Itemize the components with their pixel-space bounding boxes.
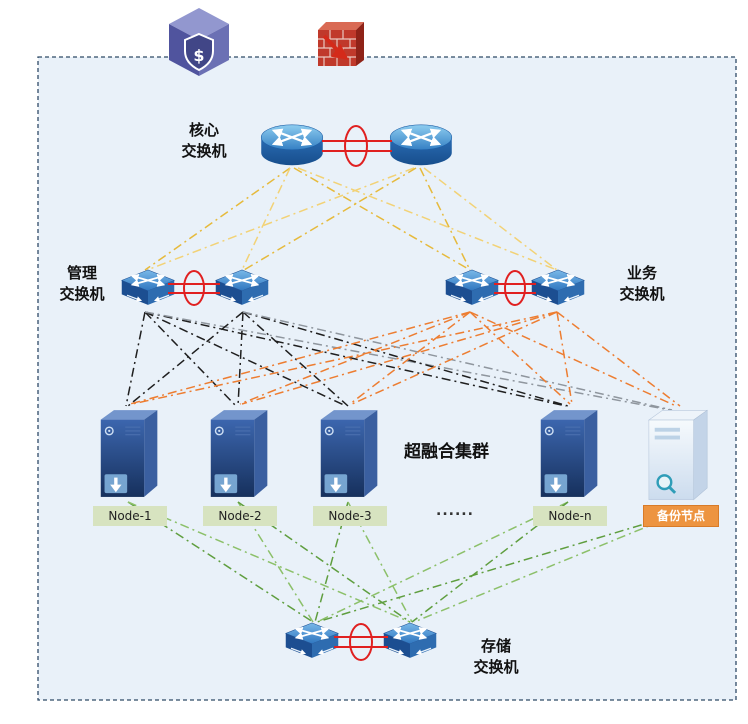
node-label-1: Node-1 — [93, 506, 167, 526]
link-line — [241, 311, 558, 405]
link-line — [423, 167, 558, 271]
core-switch-pair — [261, 125, 452, 167]
shield-dollar-icon: $ — [169, 8, 229, 76]
link-line — [125, 311, 146, 407]
link-line — [144, 311, 237, 407]
backup-node-label: 备份节点 — [643, 505, 719, 527]
stack-link — [494, 270, 536, 306]
link-line — [243, 167, 417, 271]
link-line — [144, 311, 567, 407]
link-line — [237, 311, 244, 407]
business-switch-label: 业务 交换机 — [619, 264, 665, 303]
server-node-2 — [210, 409, 269, 498]
link-lines-layer — [125, 167, 681, 623]
stack-link — [322, 125, 392, 167]
link-line — [144, 167, 291, 271]
server-node-n — [540, 409, 599, 498]
cluster-title: 超融合集群 — [404, 442, 489, 462]
link-line — [242, 311, 349, 407]
link-line — [144, 311, 347, 407]
ellipsis-label: ...... — [436, 503, 474, 519]
server-node-3 — [320, 409, 379, 498]
core-router-icon — [261, 125, 323, 165]
link-line — [316, 513, 679, 623]
stack-link — [334, 623, 388, 661]
storage-switch-label: 存储 交换机 — [473, 637, 519, 676]
firewall-icon — [318, 22, 364, 66]
link-line — [556, 311, 573, 405]
storage-switch-pair — [286, 623, 437, 661]
core-router-icon — [390, 125, 452, 165]
link-line — [293, 167, 471, 271]
link-line — [127, 311, 244, 407]
node-label-3: Node-3 — [313, 506, 387, 526]
backup-server-icon — [647, 408, 709, 502]
business-switch-pair — [446, 270, 585, 306]
link-line — [127, 501, 411, 623]
node-label-2: Node-2 — [203, 506, 277, 526]
server-node-1 — [100, 409, 159, 498]
management-switch-pair — [122, 270, 269, 306]
management-switch-label: 管理 交换机 — [59, 264, 105, 303]
dollar-glyph: $ — [193, 46, 204, 65]
stack-link — [168, 270, 220, 306]
core-switch-label: 核心 交换机 — [181, 121, 227, 160]
diagram-panel — [37, 56, 737, 701]
link-line — [242, 311, 673, 411]
link-line — [239, 311, 471, 405]
link-line — [349, 311, 471, 405]
link-line — [297, 167, 558, 271]
link-line — [144, 311, 671, 411]
node-label-n: Node-n — [533, 506, 607, 526]
link-line — [129, 311, 471, 405]
link-line — [131, 311, 558, 405]
link-line — [556, 311, 681, 407]
link-line — [316, 501, 569, 623]
